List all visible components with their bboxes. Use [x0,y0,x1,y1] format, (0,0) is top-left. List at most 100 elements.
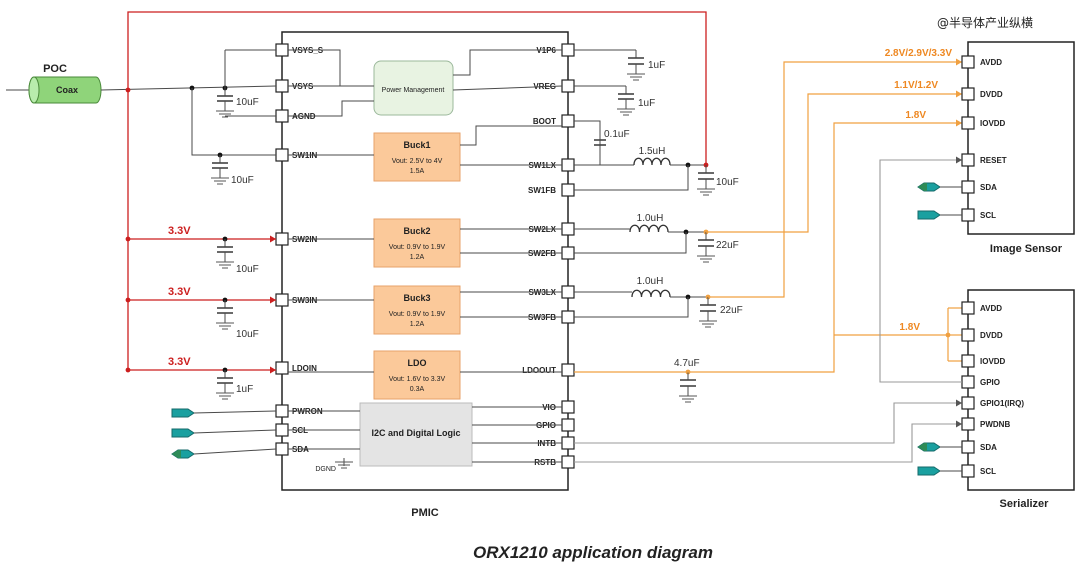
pin-box [961,328,975,342]
rail-iovdd-label: 1.8V [905,110,926,121]
supply-label-sw2: 3.3V [168,225,191,237]
pin-box [275,43,289,57]
junction-dot [125,367,131,373]
pmic-name: PMIC [411,507,439,519]
pin-box [561,418,575,432]
pin-box [561,79,575,93]
connector-shape [917,210,941,220]
image-sensor-pin-avdd: AVDD [980,58,1002,67]
junction-dot [125,236,131,242]
serializer-pin-sda: SDA [980,443,997,452]
sda-wire [193,448,277,455]
power-management-label: Power Management [382,87,445,94]
block-title-buck3: Buck3 [403,293,430,303]
block-buck3 [373,285,461,335]
connector-shape [171,408,195,418]
agnd-wire [288,100,374,117]
pin-box [961,375,975,389]
gpio1-arrow [956,399,962,407]
sw3fb-ext-wire [574,297,689,318]
rail-avdd-arrow [956,58,962,66]
pin-box [561,43,575,57]
i2c-logic-block [359,402,473,467]
sw2fb-ext-wire [574,232,687,254]
inductor-icon [629,224,669,233]
serializer-pin-avdd: AVDD [980,304,1002,313]
serializer-name: Serializer [1000,498,1050,510]
pin-box [961,396,975,410]
reset-arrow [956,156,962,164]
pin-box [275,293,289,307]
image-sensor-pin-scl: SCL [980,211,996,220]
pin-box [961,180,975,194]
i2c-logic-label: I2C and Digital Logic [371,428,460,438]
ind1-label: 1.5uH [639,146,666,157]
red-arrow-sw3 [270,296,276,304]
pin-box [961,153,975,167]
image-sensor-pin-iovdd: IOVDD [980,119,1006,128]
supply-label-sw3: 3.3V [168,286,191,298]
junction-dot [125,297,131,303]
pin-box [561,246,575,260]
block-vout-buck3: Vout: 0.9V to 1.9V [389,311,446,318]
serializer-pin-iovdd: IOVDD [980,357,1006,366]
pin-box [961,208,975,222]
supply-label-ldo: 3.3V [168,356,191,368]
connector-tip [918,183,927,191]
image-sensor-name: Image Sensor [990,243,1063,255]
image-sensor-chip [967,41,1075,235]
watermark: @半导体产业纵横 [937,16,1034,30]
image-sensor-sda-connector-icon [917,182,941,192]
pmic-pin-sw1fb: SW1FB [528,186,556,195]
pin-box [275,423,289,437]
rail-dvdd-wire [706,93,962,233]
pin-box [961,87,975,101]
sw1in-net-wire [191,88,276,156]
ground-icon [216,261,234,269]
serializer-pin-pwdnb: PWDNB [980,420,1010,429]
inductor-icon [631,289,671,298]
pin-box [275,79,289,93]
ground-icon [216,322,234,330]
block-vout-buck1: Vout: 2.5V to 4V [392,158,443,165]
block-current-ldo: 0.3A [410,386,425,393]
rail-avdd-wire [708,61,962,298]
ground-icon [335,461,353,469]
pwron-connector-icon [171,408,195,418]
ground-icon [627,73,645,81]
pin-box [561,436,575,450]
pin-box [561,285,575,299]
boot-int-wire [460,125,562,146]
pin-box [561,400,575,414]
block-current-buck2: 1.2A [410,254,425,261]
poc-label: POC [43,63,67,75]
block-current-buck3: 1.2A [410,321,425,328]
block-title-ldo: LDO [408,358,427,368]
cap-boot-label: 0.1uF [604,129,630,140]
image-sensor-pin-sda: SDA [980,183,997,192]
serializer-pin-scl: SCL [980,467,996,476]
v1p6-wire [453,49,562,76]
boot-ext-wire [574,120,601,165]
rstb-wire [574,423,956,463]
serializer-pin-gpio1irq: GPIO1(IRQ) [980,399,1024,408]
rail-iovdd-arrow [956,119,962,127]
red-supply-wire [127,11,707,165]
junction-dot [945,332,951,338]
connector-tip [172,450,181,458]
block-buck2 [373,218,461,268]
coax-end [28,76,40,104]
intb-wire [574,402,956,444]
cap-ldoin-label: 1uF [236,384,253,395]
inductor-icon [633,157,671,166]
sda-connector-icon [171,449,195,459]
serializer-chip [967,289,1075,491]
connector-tip [918,443,927,451]
block-vout-buck2: Vout: 0.9V to 1.9V [389,244,446,251]
rail-serializer-label: 1.8V [899,322,920,333]
ground-icon [211,177,229,185]
image-sensor-pin-reset: RESET [980,156,1007,165]
sw1fb-ext-wire [574,165,689,191]
cap-v1p6-label: 1uF [648,60,665,71]
